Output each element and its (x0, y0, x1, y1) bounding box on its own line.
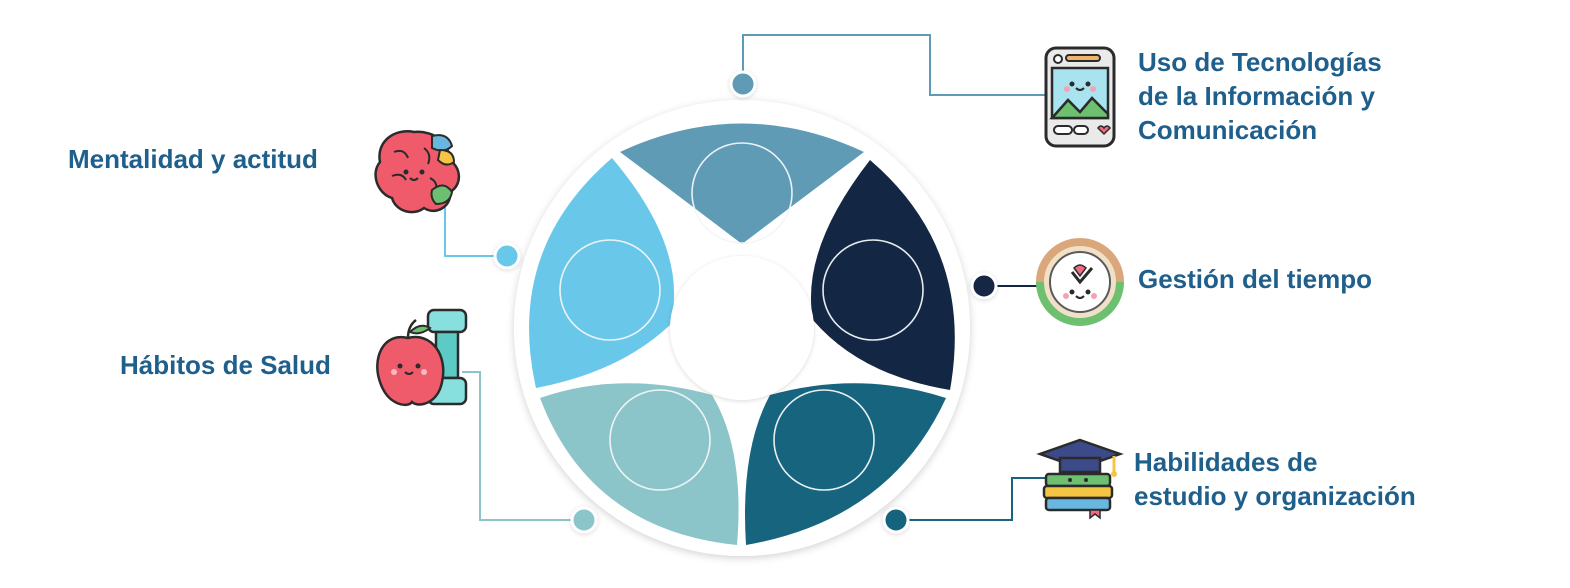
connector-mentalidad (444, 206, 506, 257)
books-graduation-cap-icon (1036, 438, 1124, 520)
label-line: Uso de Tecnologías (1138, 47, 1382, 77)
phone-gallery-icon (1044, 46, 1116, 148)
clock-icon (1036, 238, 1124, 326)
petal-salud (540, 383, 739, 545)
dot-tiempo (970, 272, 998, 300)
connector-salud (462, 371, 583, 521)
label-line: Comunicación (1138, 115, 1318, 145)
connector-estudio (896, 477, 1045, 521)
brain-icon (374, 130, 460, 214)
petal-group (529, 123, 955, 545)
petal-tic (620, 123, 864, 244)
label-line: Mentalidad y actitud (68, 144, 318, 174)
label-line: Hábitos de Salud (120, 350, 331, 380)
label-estudio: Habilidades de estudio y organización (1134, 445, 1416, 513)
label-mentalidad: Mentalidad y actitud (68, 142, 318, 176)
label-line: estudio y organización (1134, 481, 1416, 511)
label-line: Habilidades de (1134, 447, 1318, 477)
label-tiempo: Gestión del tiempo (1138, 262, 1372, 296)
dot-estudio (882, 506, 910, 534)
apple-dumbbell-icon (376, 308, 468, 407)
petal-estudio (745, 383, 946, 545)
dot-salud (570, 506, 598, 534)
petal-inner-circle (609, 389, 711, 491)
petal-mentalidad (529, 158, 675, 388)
label-salud: Hábitos de Salud (120, 348, 331, 382)
dot-tic (729, 70, 757, 98)
petal-inner-circle (773, 389, 875, 491)
label-line: de la Información y (1138, 81, 1375, 111)
label-line: Gestión del tiempo (1138, 264, 1373, 294)
petal-inner-circle (691, 142, 793, 244)
petal-inner-circle (822, 239, 924, 341)
dot-mentalidad (493, 242, 521, 270)
petal-inner-circle (559, 239, 661, 341)
label-tic: Uso de Tecnologías de la Información y C… (1138, 45, 1382, 147)
center-circle (670, 256, 814, 400)
connector-tic (742, 34, 1045, 96)
